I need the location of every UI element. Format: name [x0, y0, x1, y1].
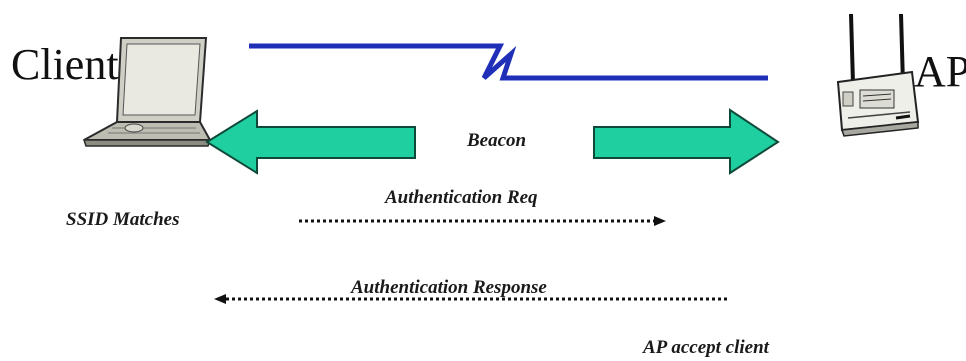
access-point-icon [836, 13, 920, 137]
auth-response-label: Authentication Response [351, 277, 547, 298]
ssid-matches-label: SSID Matches [66, 209, 180, 230]
client-label: Client [11, 40, 119, 89]
beacon-arrow-left [205, 109, 416, 175]
laptop-icon [82, 37, 212, 147]
beacon-arrow-right [593, 108, 780, 175]
auth-req-arrow [299, 216, 666, 226]
auth-req-label: Authentication Req [385, 187, 538, 208]
auth-response-arrow [214, 294, 728, 304]
wireless-link-line [249, 43, 768, 81]
ap-accept-label: AP accept client [643, 337, 769, 358]
beacon-label: Beacon [467, 130, 527, 151]
ap-label: AP [914, 47, 966, 96]
